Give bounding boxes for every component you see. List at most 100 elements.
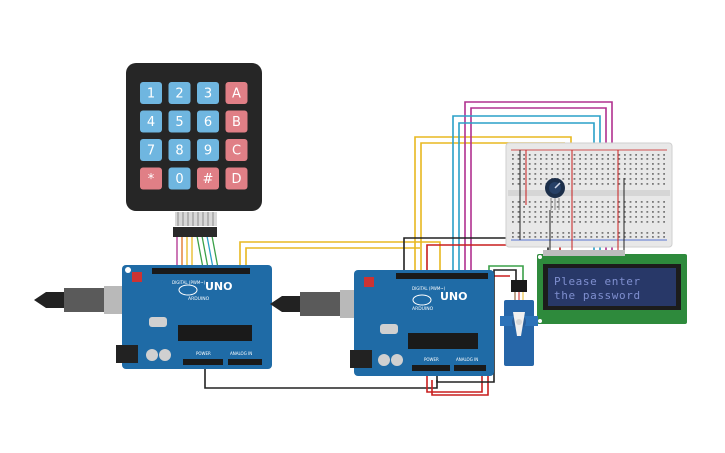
breadboard-hole [607,163,609,165]
keypad-key-1[interactable] [140,82,162,104]
breadboard-hole [551,221,553,223]
breadboard-hole [663,236,665,238]
keypad-key-6[interactable] [197,110,219,133]
breadboard-hole [556,216,559,218]
keypad-key-7[interactable] [140,139,162,161]
keypad-key-C[interactable] [225,139,248,161]
breadboard-hole [624,201,626,203]
breadboard-hole [596,168,598,170]
keypad-key-A[interactable] [225,82,248,104]
breadboard-hole [556,221,559,223]
keypad-key-D[interactable] [225,167,248,190]
breadboard-hole [523,183,525,185]
breadboard-hole [545,206,548,208]
arduino-logo-left [178,284,198,296]
breadboard-hole [512,163,514,165]
breadboard-hole [568,158,570,160]
breadboard-hole [545,158,548,160]
wire-red-1[interactable] [426,244,561,272]
breadboard-hole [663,154,665,156]
breadboard-hole [657,201,660,203]
breadboard-hole [523,168,525,170]
breadboard-hole [618,221,621,223]
keypad-key-0[interactable] [168,167,191,190]
dc-jack-left [116,345,138,363]
breadboard-hole [545,221,548,223]
breadboard-hole [512,236,514,238]
breadboard-hole [646,236,649,238]
breadboard-hole [545,178,548,180]
breadboard-hole [596,163,598,165]
breadboard-hole [573,158,576,160]
breadboard-hole [612,232,615,234]
keypad-key-label: 5 [175,115,183,130]
breadboard-hole [584,163,587,165]
breadboard-hole [579,173,581,175]
breadboard-hole [545,236,548,238]
keypad-key-hash[interactable] [197,167,219,190]
arduino-left[interactable]: UNO ARDUINO DIGITAL (PWM~) POWER ANALOG … [34,265,272,369]
breadboard-hole [562,232,565,234]
keypad-key-B[interactable] [225,110,248,133]
breadboard-hole [556,163,559,165]
servo-motor[interactable] [500,280,538,366]
breadboard-hole [618,236,621,238]
reset-button-right[interactable] [364,277,374,287]
breadboard-hole [545,216,548,218]
keypad-key-3[interactable] [197,82,219,104]
wire-red-long[interactable] [431,275,510,396]
breadboard-hole [551,211,553,213]
breadboard-hole [607,173,609,175]
breadboard-hole [663,178,665,180]
breadboard-hole [652,183,654,185]
keypad-key-5[interactable] [168,110,191,133]
keypad-key-label: B [232,115,241,130]
keypad-key-label: D [231,172,241,187]
lcd-display[interactable]: Please enter the password [537,250,687,324]
breadboard-hole [540,216,542,218]
keypad-key-8[interactable] [168,139,191,161]
breadboard-hole [540,211,542,213]
keypad-key-9[interactable] [197,139,219,161]
breadboard-hole [657,236,660,238]
breadboard-hole [640,232,643,234]
analog-header-right [454,365,486,371]
breadboard-hole [517,168,520,170]
wire-yellow-left-2[interactable] [245,247,420,268]
wire-yellow-left[interactable] [239,241,441,272]
breadboard-hole [601,178,604,180]
breadboard-hole [512,154,514,156]
breadboard-hole [601,163,604,165]
breadboard-hole [663,206,665,208]
breadboard-hole [640,211,643,213]
arduino-logo-right [412,294,432,306]
wire-green-servo[interactable] [488,265,524,282]
breadboard-hole [512,221,514,223]
breadboard-hole [534,211,537,213]
breadboard-hole [534,178,537,180]
breadboard-hole [579,201,581,203]
keypad-key-2[interactable] [168,82,191,104]
breadboard-hole [663,158,665,160]
breadboard-hole [568,206,570,208]
breadboard-hole [512,232,514,234]
arduino-right[interactable]: UNO ARDUINO DIGITAL (PWM~) POWER ANALOG … [270,270,494,376]
breadboard-hole [562,211,565,213]
breadboard-hole [584,173,587,175]
breadboard-hole [579,178,581,180]
breadboard-hole [635,236,637,238]
reset-button-left[interactable] [132,272,142,282]
keypad-key-4[interactable] [140,110,162,133]
breadboard-hole [646,178,649,180]
keypad-key-star[interactable] [140,167,162,190]
breadboard[interactable] [505,142,673,254]
breadboard-hole [618,178,621,180]
breadboard-hole [540,183,542,185]
breadboard-hole [607,211,609,213]
breadboard-hole [534,163,537,165]
breadboard-hole [663,173,665,175]
breadboard-hole [635,168,637,170]
capacitor-right-1 [378,354,390,366]
breadboard-hole [534,158,537,160]
